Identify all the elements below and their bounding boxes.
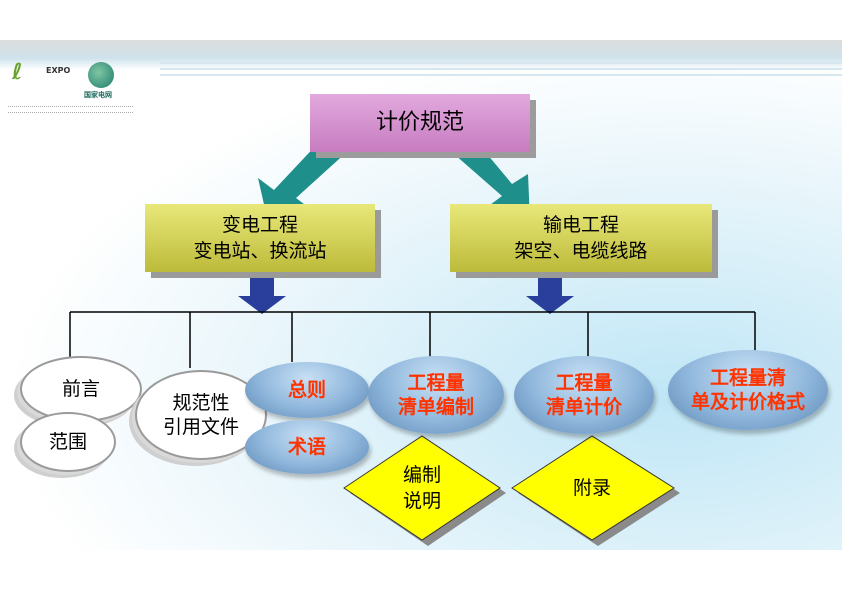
node-shuyu: 术语 <box>245 420 369 474</box>
expo-logo-text: EXPO <box>46 66 71 75</box>
node-label: 引用文件 <box>162 416 239 438</box>
title-text: 计价规范 <box>375 110 464 135</box>
node-label: 前言 <box>61 378 100 400</box>
logo-caption <box>8 112 133 117</box>
branch-box-substation: 变电工程 变电站、换流站 <box>145 204 375 272</box>
expo-logo: ℓ <box>12 60 23 85</box>
node-qianyan: 前言 <box>20 356 142 422</box>
node-label: 清单编制 <box>397 396 474 418</box>
node-zongze: 总则 <box>245 362 369 418</box>
node-label: 范围 <box>48 431 87 453</box>
node-label: 工程量 <box>555 372 613 394</box>
branch-subtitle: 变电站、换流站 <box>193 240 327 262</box>
node-label: 工程量清 <box>709 367 786 389</box>
branch-subtitle: 架空、电缆线路 <box>514 240 648 262</box>
node-label: 附录 <box>572 477 611 499</box>
branch-title: 输电工程 <box>542 214 619 236</box>
node-bianzhi-shuoming: 编制 说明 <box>382 460 462 516</box>
node-fanwei: 范围 <box>20 412 116 472</box>
blue-arrow-left <box>238 276 286 314</box>
node-qingdan-bianzhi: 工程量 清单编制 <box>368 356 504 434</box>
node-label: 单及计价格式 <box>690 391 805 413</box>
banner-stripe <box>160 74 842 76</box>
state-grid-logo <box>88 62 114 88</box>
node-label: 说明 <box>402 490 441 512</box>
state-grid-logo-text: 国家电网 <box>84 91 112 99</box>
node-label: 清单计价 <box>545 396 622 418</box>
node-qingdan-jijia: 工程量 清单计价 <box>514 356 654 434</box>
banner-stripe <box>160 68 842 70</box>
title-box: 计价规范 <box>310 94 530 152</box>
banner-stripe <box>160 62 842 64</box>
node-label: 规范性 <box>172 392 230 414</box>
node-fulu: 附录 <box>552 472 632 504</box>
top-banner <box>0 40 842 70</box>
node-label: 总则 <box>287 379 326 401</box>
node-jijia-geshi: 工程量清 单及计价格式 <box>668 350 828 430</box>
branch-box-transmission: 输电工程 架空、电缆线路 <box>450 204 712 272</box>
diamond-shape-shuoming <box>343 435 501 541</box>
logo: ℓ EXPO 国家电网 <box>8 60 133 120</box>
node-label: 工程量 <box>407 372 465 394</box>
blue-arrow-right <box>526 276 574 314</box>
node-label: 术语 <box>287 436 326 458</box>
branch-title: 变电工程 <box>221 214 298 236</box>
diamond-shape-fulu <box>511 435 675 541</box>
node-label: 编制 <box>402 464 441 486</box>
logo-caption <box>8 106 133 111</box>
